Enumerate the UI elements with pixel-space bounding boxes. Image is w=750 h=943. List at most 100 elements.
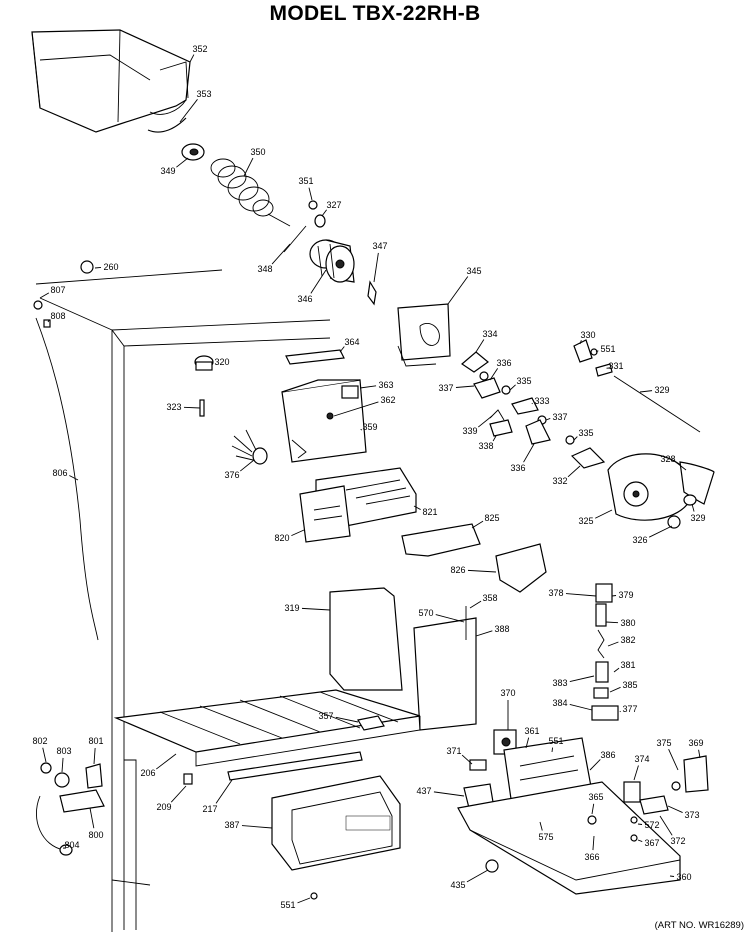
callout-label-353: 353 [196, 89, 211, 99]
callout-label-338: 338 [478, 441, 493, 451]
callout-label-364: 364 [344, 337, 359, 347]
leader-line-332 [568, 466, 580, 477]
leader-line-820 [291, 530, 304, 536]
callout-label-572: 572 [644, 820, 659, 830]
cover-part [330, 588, 402, 690]
leader-line-327 [322, 210, 327, 216]
leader-line-374 [634, 766, 638, 780]
callout-label-360: 360 [676, 872, 691, 882]
callout-label-347: 347 [372, 241, 387, 251]
leader-line-358 [470, 601, 481, 608]
leader-line-325 [595, 510, 612, 518]
bushing-part [684, 495, 696, 505]
callout-label-345: 345 [466, 266, 481, 276]
callout-label-325: 325 [578, 516, 593, 526]
leader-line-800 [90, 808, 94, 828]
hinge-part [684, 756, 708, 792]
callout-label-348: 348 [257, 264, 272, 274]
drive-drum-part [310, 240, 354, 282]
leader-line-801 [94, 748, 95, 764]
callout-label-326: 326 [632, 535, 647, 545]
callout-label-319: 319 [284, 603, 299, 613]
callout-label-820: 820 [274, 533, 289, 543]
washer-part-5 [588, 816, 596, 824]
leader-line-825 [472, 521, 483, 528]
blade-part [368, 282, 376, 304]
leader-line-386 [590, 759, 600, 770]
leader-line-382 [608, 642, 618, 646]
callout-label-329b: 329 [690, 513, 705, 523]
callout-label-206: 206 [140, 768, 155, 778]
washer-part [480, 372, 488, 380]
leader-line-326 [649, 526, 672, 537]
callout-label-808: 808 [50, 311, 65, 321]
leader-line-551c [298, 898, 310, 903]
callout-label-825: 825 [484, 513, 499, 523]
callout-label-372: 372 [670, 836, 685, 846]
leader-line-337a [456, 386, 474, 388]
gear-part [668, 516, 680, 528]
leader-line-375 [669, 749, 678, 770]
callout-label-327: 327 [326, 200, 341, 210]
terminal-part [470, 760, 486, 770]
callout-label-385: 385 [622, 680, 637, 690]
callout-label-337a: 337 [438, 383, 453, 393]
leader-line-551b [552, 748, 553, 752]
callout-label-380: 380 [620, 618, 635, 628]
leader-line-349 [176, 158, 188, 167]
callout-label-800: 800 [88, 830, 103, 840]
callout-label-388: 388 [494, 624, 509, 634]
callout-label-363: 363 [378, 380, 393, 390]
callout-label-329a: 329 [654, 385, 669, 395]
callout-label-351: 351 [298, 176, 313, 186]
callout-label-437: 437 [416, 786, 431, 796]
callout-label-371: 371 [446, 746, 461, 756]
callout-label-382: 382 [620, 635, 635, 645]
leader-line-350 [244, 158, 253, 176]
clip-part [44, 320, 50, 327]
chute-part [496, 544, 546, 592]
leader-line-372 [660, 816, 672, 835]
leader-line-381 [614, 668, 619, 672]
cam-part-2 [526, 420, 550, 444]
leader-line-807 [40, 293, 49, 298]
pin-part [200, 400, 204, 416]
callout-label-821: 821 [422, 507, 437, 517]
control-housing-part [282, 380, 366, 462]
screw-part-3 [311, 893, 317, 899]
callout-label-378: 378 [548, 588, 563, 598]
callout-label-335b: 335 [578, 428, 593, 438]
callout-label-570: 570 [418, 608, 433, 618]
leader-line-319 [302, 608, 330, 610]
leader-line-335a [510, 385, 516, 390]
callout-label-361: 361 [524, 726, 539, 736]
washer-part-2 [502, 386, 510, 394]
leader-line-570 [436, 615, 464, 622]
bearing-part [182, 144, 204, 160]
crisper-pan-part [272, 776, 400, 870]
leader-line-387 [242, 826, 272, 828]
leader-line-352 [190, 55, 194, 62]
leader-line-379 [612, 595, 616, 596]
leader-line-323 [184, 407, 200, 408]
callout-label-332: 332 [552, 476, 567, 486]
leader-line-206 [156, 754, 176, 769]
callout-label-381: 381 [620, 660, 635, 670]
callout-label-826: 826 [450, 565, 465, 575]
callout-label-346: 346 [297, 294, 312, 304]
leader-line-806 [69, 476, 78, 480]
callout-label-801: 801 [88, 736, 103, 746]
leader-line-217 [216, 780, 232, 803]
leader-line-351 [309, 188, 312, 200]
panel-part [414, 618, 476, 730]
leader-line-260 [95, 267, 101, 268]
callout-label-336b: 336 [510, 463, 525, 473]
callout-label-376: 376 [224, 470, 239, 480]
spring-part [490, 410, 504, 420]
callout-label-328: 328 [660, 454, 675, 464]
leader-line-347 [374, 253, 378, 282]
leader-line-348 [272, 244, 290, 264]
leader-line-803 [62, 758, 63, 772]
lever-part [462, 352, 488, 372]
